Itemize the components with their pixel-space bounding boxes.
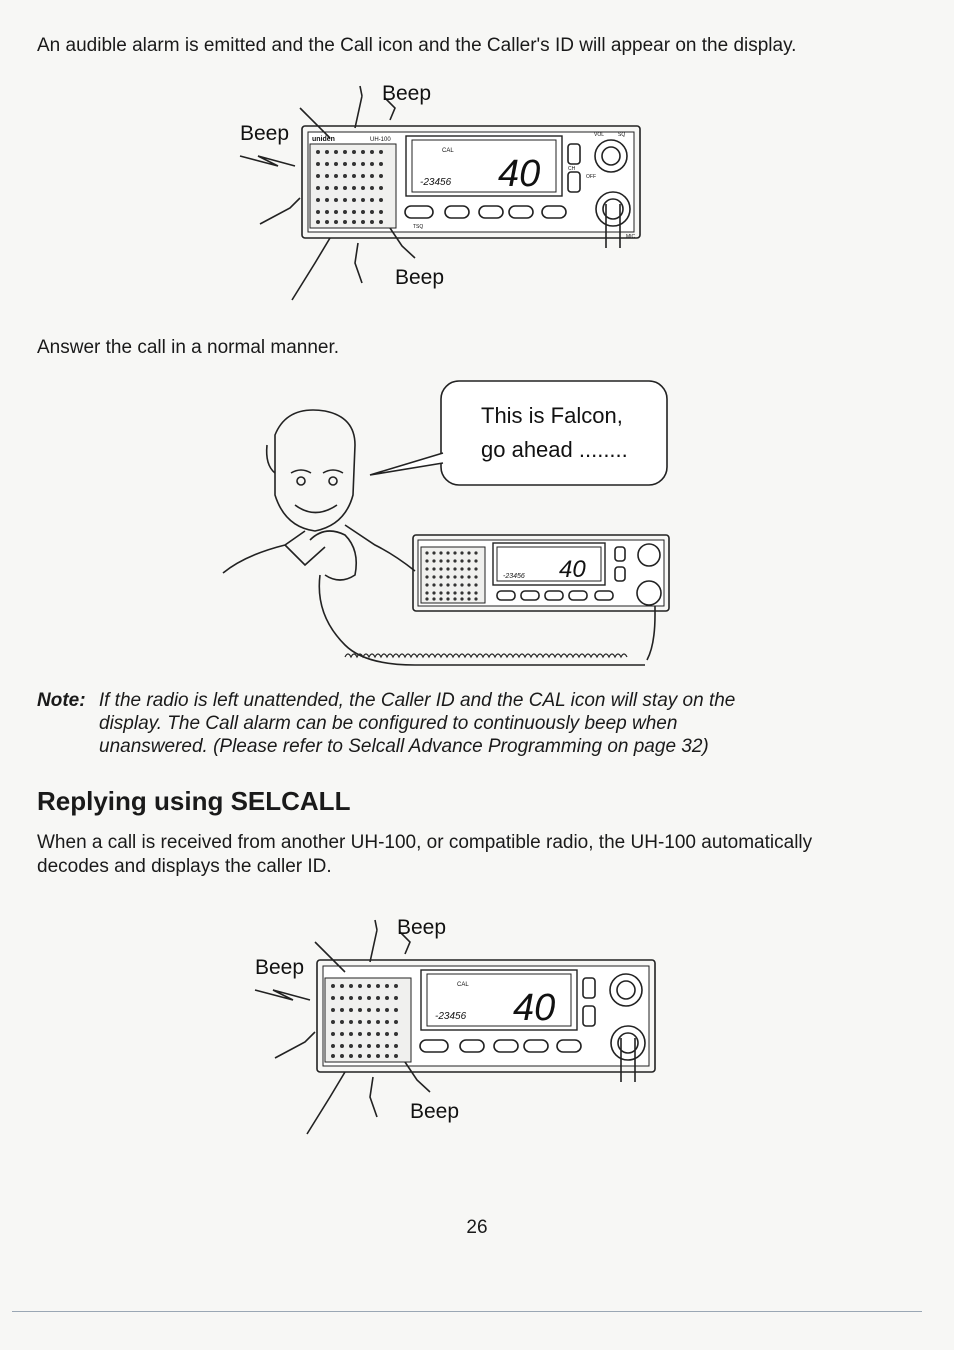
mic-label: MIC: [626, 234, 636, 240]
vol-label: VOL: [594, 132, 604, 138]
intro-paragraph: An audible alarm is emitted and the Call…: [37, 35, 797, 56]
note-label: Note:: [37, 690, 86, 711]
sq-label: SQ: [618, 132, 625, 138]
lcd-channel: 40: [498, 153, 540, 195]
radio-selcall-figure: Beep Beep Beep CAL 40 -23456: [254, 916, 656, 1135]
note-block: Note: If the radio is left unattended, t…: [37, 689, 837, 758]
lcd-channel-2: 40: [559, 556, 586, 583]
lcd-caller-id: -23456: [420, 177, 452, 188]
ch-label: CH: [568, 166, 576, 172]
beep-label-bottom: Beep: [395, 266, 444, 289]
beep-label-top: Beep: [382, 82, 431, 105]
speech-line-1: This is Falcon,: [481, 403, 623, 428]
selcall-paragraph: When a call is received from another UH-…: [37, 832, 813, 877]
answer-paragraph: Answer the call in a normal manner.: [37, 337, 340, 358]
lcd-cal-icon: CAL: [442, 148, 454, 154]
model-label: UH-100: [370, 137, 391, 143]
note-line-1: If the radio is left unattended, the Cal…: [98, 690, 736, 711]
beep-label-top-3: Beep: [397, 916, 446, 939]
footer-rule: [12, 1311, 922, 1312]
tsq-label: TSQ: [413, 224, 423, 230]
lcd-caller-id-2: -23456: [503, 573, 525, 580]
brand-logo: uniden: [312, 136, 335, 143]
beep-label-left-3: Beep: [255, 956, 304, 979]
lcd-channel-3: 40: [513, 987, 555, 1029]
off-label: OFF: [586, 174, 596, 180]
lcd-caller-id-3: -23456: [435, 1011, 467, 1022]
note-line-3: unanswered. (Please refer to Selcall Adv…: [99, 736, 709, 757]
note-line-2: display. The Call alarm can be configure…: [99, 713, 678, 734]
beep-label-left: Beep: [240, 122, 289, 145]
speech-line-2: go ahead ........: [481, 437, 628, 462]
page-number: 26: [466, 1217, 488, 1238]
man-answering-figure: This is Falcon, go ahead ........ 40 -23…: [222, 380, 670, 666]
beep-label-bottom-3: Beep: [410, 1100, 459, 1123]
lcd-cal-icon-3: CAL: [457, 982, 469, 988]
section-heading: Replying using SELCALL: [37, 786, 351, 816]
radio-alarm-figure: Beep Beep Beep uniden UH-100 CAL 40 -234…: [239, 82, 641, 301]
